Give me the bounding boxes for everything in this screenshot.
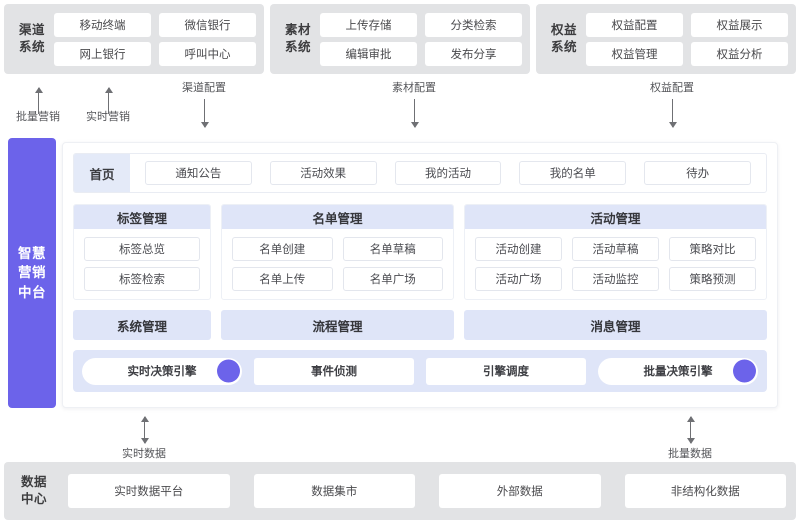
platform-sidebar-label: 智慧营销中台 bbox=[8, 138, 56, 408]
external-system-rights: 权益系统 权益配置 权益展示 权益管理 权益分析 bbox=[536, 4, 796, 74]
module-item[interactable]: 活动草稿 bbox=[572, 237, 659, 261]
module-item[interactable]: 活动创建 bbox=[475, 237, 562, 261]
engine-scheduling[interactable]: 引擎调度 bbox=[426, 357, 586, 385]
external-system-item[interactable]: 发布分享 bbox=[425, 41, 522, 66]
external-systems-row: 渠道系统 移动终端 微信银行 网上银行 呼叫中心 素材系统 上传存储 分类检索 … bbox=[0, 4, 800, 74]
external-system-item[interactable]: 移动终端 bbox=[54, 12, 151, 37]
external-system-title: 权益系统 bbox=[550, 23, 577, 54]
data-center-item[interactable]: 外部数据 bbox=[439, 474, 601, 508]
engine-row: 实时决策引擎 事件侦测 引擎调度 批量决策引擎 bbox=[73, 350, 767, 392]
external-system-item[interactable]: 权益配置 bbox=[586, 12, 683, 37]
tab-todo[interactable]: 待办 bbox=[644, 161, 751, 185]
group-items: 标签总览 标签检索 bbox=[74, 229, 210, 299]
external-system-channel: 渠道系统 移动终端 微信银行 网上银行 呼叫中心 bbox=[4, 4, 264, 74]
external-system-title: 素材系统 bbox=[284, 23, 311, 54]
module-bars-row: 系统管理 流程管理 消息管理 bbox=[73, 310, 767, 340]
arrow-head-down-icon bbox=[200, 122, 209, 128]
module-item[interactable]: 名单草稿 bbox=[342, 237, 443, 261]
external-system-item[interactable]: 呼叫中心 bbox=[159, 41, 256, 66]
arrow-label: 素材配置 bbox=[392, 82, 436, 94]
external-system-item[interactable]: 分类检索 bbox=[425, 12, 522, 37]
console-navbar: 首页 通知公告 活动效果 我的活动 我的名单 待办 bbox=[73, 153, 767, 193]
bar-system-management[interactable]: 系统管理 bbox=[73, 310, 211, 340]
arrow-label: 权益配置 bbox=[650, 82, 694, 94]
module-item[interactable]: 活动广场 bbox=[475, 267, 562, 291]
arrow-label: 渠道配置 bbox=[182, 82, 226, 94]
marketing-console-panel: 首页 通知公告 活动效果 我的活动 我的名单 待办 标签管理 标签总览 标签检索… bbox=[62, 142, 778, 408]
data-center-title: 数据中心 bbox=[20, 475, 47, 506]
group-title: 名单管理 bbox=[222, 205, 453, 229]
engine-batch-decision[interactable]: 批量决策引擎 bbox=[598, 357, 758, 385]
tab-home[interactable]: 首页 bbox=[74, 154, 130, 192]
arrow-label: 实时数据 bbox=[122, 448, 166, 460]
data-center-item[interactable]: 非结构化数据 bbox=[624, 474, 786, 508]
external-system-items: 权益配置 权益展示 权益管理 权益分析 bbox=[586, 12, 788, 66]
external-system-item[interactable]: 微信银行 bbox=[159, 12, 256, 37]
engine-label: 实时决策引擎 bbox=[127, 366, 197, 378]
arrow-label: 实时营销 bbox=[86, 111, 130, 123]
external-system-material: 素材系统 上传存储 分类检索 编辑审批 发布分享 bbox=[270, 4, 530, 74]
data-center-section: 数据中心 实时数据平台 数据集市 外部数据 非结构化数据 bbox=[4, 462, 796, 520]
module-item[interactable]: 活动监控 bbox=[572, 267, 659, 291]
external-system-title: 渠道系统 bbox=[18, 23, 45, 54]
module-item[interactable]: 标签总览 bbox=[84, 237, 200, 261]
tab-my-campaigns[interactable]: 我的活动 bbox=[394, 161, 502, 185]
group-campaign-management: 活动管理 活动创建 活动草稿 策略对比 活动广场 活动监控 策略预测 bbox=[464, 204, 767, 300]
arrow-head-up-icon bbox=[140, 416, 149, 422]
arrow-head-up-icon bbox=[34, 87, 43, 93]
group-title: 标签管理 bbox=[74, 205, 210, 229]
external-system-item[interactable]: 权益管理 bbox=[586, 41, 683, 66]
arrow-shaft bbox=[34, 87, 43, 114]
arrow-head-down-icon bbox=[140, 438, 149, 444]
engine-label: 事件侦测 bbox=[311, 366, 357, 378]
external-system-items: 移动终端 微信银行 网上银行 呼叫中心 bbox=[54, 12, 256, 66]
group-list-management: 名单管理 名单创建 名单草稿 名单上传 名单广场 bbox=[221, 204, 454, 300]
tab-my-lists[interactable]: 我的名单 bbox=[519, 161, 627, 185]
arrow-shaft bbox=[140, 416, 149, 444]
data-center-item[interactable]: 实时数据平台 bbox=[68, 474, 230, 508]
engine-label: 批量决策引擎 bbox=[643, 366, 713, 378]
module-item[interactable]: 名单广场 bbox=[342, 267, 443, 291]
tab-campaign-effect[interactable]: 活动效果 bbox=[269, 161, 377, 185]
engine-event-detection[interactable]: 事件侦测 bbox=[254, 357, 414, 385]
external-system-item[interactable]: 网上银行 bbox=[54, 41, 151, 66]
arrow-head-down-icon bbox=[686, 438, 695, 444]
group-items: 活动创建 活动草稿 策略对比 活动广场 活动监控 策略预测 bbox=[465, 229, 766, 299]
arrow-label: 批量数据 bbox=[668, 448, 712, 460]
engine-realtime-decision[interactable]: 实时决策引擎 bbox=[82, 357, 242, 385]
tab-notice[interactable]: 通知公告 bbox=[145, 161, 252, 185]
arrow-head-down-icon bbox=[410, 122, 419, 128]
external-system-item[interactable]: 权益展示 bbox=[691, 12, 788, 37]
bar-process-management[interactable]: 流程管理 bbox=[221, 310, 454, 340]
arrow-shaft bbox=[104, 87, 113, 114]
data-center-items: 实时数据平台 数据集市 外部数据 非结构化数据 bbox=[68, 474, 786, 508]
arrow-shaft bbox=[410, 99, 419, 128]
console-nav-tabs: 通知公告 活动效果 我的活动 我的名单 待办 bbox=[130, 161, 766, 185]
module-groups-row: 标签管理 标签总览 标签检索 名单管理 名单创建 名单草稿 名单上传 名单广场 … bbox=[73, 204, 767, 300]
engine-status-dot-icon bbox=[733, 359, 756, 383]
group-title: 活动管理 bbox=[465, 205, 766, 229]
arrow-head-down-icon bbox=[668, 122, 677, 128]
group-items: 名单创建 名单草稿 名单上传 名单广场 bbox=[222, 229, 453, 299]
group-tag-management: 标签管理 标签总览 标签检索 bbox=[73, 204, 211, 300]
module-item[interactable]: 名单上传 bbox=[232, 267, 333, 291]
arrow-head-up-icon bbox=[104, 87, 113, 93]
external-system-item[interactable]: 上传存储 bbox=[320, 12, 417, 37]
module-item[interactable]: 名单创建 bbox=[232, 237, 333, 261]
arrow-shaft bbox=[668, 99, 677, 128]
engine-label: 引擎调度 bbox=[483, 366, 529, 378]
bar-message-management[interactable]: 消息管理 bbox=[464, 310, 767, 340]
arrow-shaft bbox=[200, 99, 209, 128]
module-item[interactable]: 标签检索 bbox=[84, 267, 200, 291]
arrow-shaft bbox=[686, 416, 695, 444]
external-system-item[interactable]: 编辑审批 bbox=[320, 41, 417, 66]
external-system-items: 上传存储 分类检索 编辑审批 发布分享 bbox=[320, 12, 522, 66]
arrow-head-up-icon bbox=[686, 416, 695, 422]
module-item[interactable]: 策略预测 bbox=[669, 267, 756, 291]
module-item[interactable]: 策略对比 bbox=[669, 237, 756, 261]
external-system-item[interactable]: 权益分析 bbox=[691, 41, 788, 66]
engine-status-dot-icon bbox=[217, 359, 240, 383]
data-center-item[interactable]: 数据集市 bbox=[253, 474, 415, 508]
arrow-label: 批量营销 bbox=[16, 111, 60, 123]
